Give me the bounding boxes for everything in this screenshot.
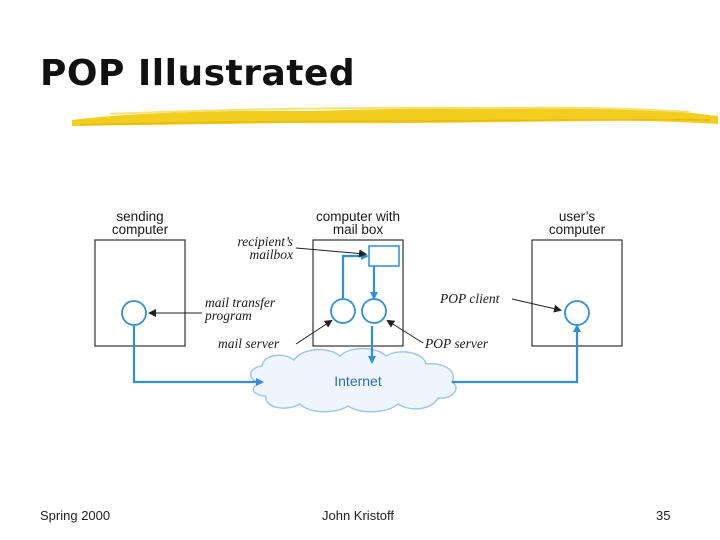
mail-server-pointer [295, 319, 333, 345]
sending-computer-label-1: sending [116, 209, 163, 224]
pop-client-node [564, 300, 590, 326]
slide-title: POP Illustrated [40, 53, 356, 94]
send-path-line [132, 326, 264, 386]
footer-page-number: 35 [656, 508, 671, 523]
mail-transfer-program-node [121, 300, 147, 326]
internet-label: Internet [334, 373, 382, 389]
recipients-mailbox [368, 245, 400, 267]
pop-server-node [361, 298, 387, 324]
recipients-mailbox-label-1: recipient’s [238, 234, 294, 249]
users-computer-label-2: computer [549, 222, 606, 237]
mail-transfer-label-1: mail transfer [205, 295, 276, 310]
recipients-mailbox-label-2: mailbox [250, 247, 294, 262]
sending-computer-label-2: computer [112, 222, 169, 237]
recipients-mailbox-pointer [295, 247, 367, 258]
footer-date: Spring 2000 [40, 508, 111, 523]
mail-server-node [330, 298, 356, 324]
mailbox-computer-label-1: computer with [316, 209, 400, 224]
pop-server-label: POP server [424, 336, 489, 351]
sending-computer-box [94, 239, 186, 347]
pop-client-pointer [511, 298, 562, 313]
mail-transfer-label-2: program [204, 308, 252, 323]
title-underline-rule [72, 106, 718, 126]
pop-client-label: POP client [439, 291, 501, 306]
internet-to-user-line [452, 324, 581, 384]
pop-server-pointer [386, 319, 424, 344]
footer-author: John Kristoff [322, 508, 395, 523]
mail-server-label: mail server [218, 336, 280, 351]
mailbox-computer-label-2: mail box [333, 222, 384, 237]
users-computer-label-1: user’s [559, 209, 596, 224]
